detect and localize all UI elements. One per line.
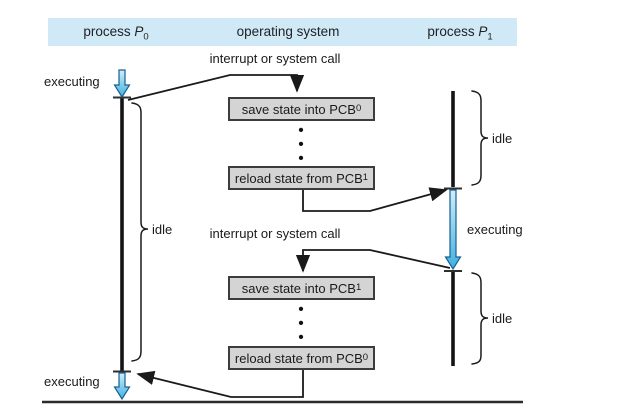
- header-label-operating-system-text: operating system: [236, 24, 340, 39]
- header-bar: [48, 18, 517, 46]
- header-label-process-p0-sub: 0: [143, 31, 149, 43]
- box-save-state-pcb0-text: save state into PCB: [241, 101, 356, 117]
- ellipsis-dots-upper: • • •: [294, 122, 308, 167]
- box-reload-state-pcb1-text: reload state from PCB: [234, 170, 363, 186]
- connector-p0-to-save-pcb0: [127, 74, 305, 101]
- header-label-process-p0-text: process: [83, 24, 135, 39]
- header-label-process-p1-sub: 1: [487, 31, 493, 43]
- label-idle-p1-top: idle: [492, 131, 513, 146]
- label-executing-p1: executing: [467, 222, 523, 237]
- idle-brace-p0: [131, 102, 149, 362]
- header-label-process-p0: process P0: [56, 24, 176, 43]
- header-label-process-p1-var: P: [478, 24, 488, 39]
- executing-arrow-p0-top-icon: [113, 69, 131, 99]
- connector-p1-to-save-pcb1: [295, 249, 451, 273]
- box-save-state-pcb1-text: save state into PCB: [241, 280, 356, 296]
- executing-arrow-p1-icon: [444, 189, 462, 271]
- header-label-process-p1-text: process: [427, 24, 479, 39]
- header-label-process-p0-var: P: [134, 24, 144, 39]
- dot: •: [298, 122, 304, 139]
- connector-reload-pcb0-to-p0: [136, 370, 304, 398]
- label-executing-p0-bottom: executing: [44, 374, 100, 389]
- dot: •: [298, 329, 304, 346]
- connector-reload-pcb1-to-p1: [302, 187, 448, 212]
- label-idle-p1-bottom: idle: [492, 311, 513, 326]
- idle-brace-p1-upper: [471, 90, 489, 186]
- ellipsis-dots-lower: • • •: [294, 301, 308, 346]
- dot: •: [298, 315, 304, 332]
- label-interrupt-2: interrupt or system call: [209, 226, 341, 241]
- label-idle-p0: idle: [152, 222, 173, 237]
- header-label-process-p1: process P1: [400, 24, 520, 43]
- dot: •: [298, 136, 304, 153]
- dot: •: [298, 150, 304, 167]
- dot: •: [298, 301, 304, 318]
- executing-arrow-p0-bottom-icon: [113, 372, 131, 401]
- idle-brace-p1-lower: [471, 272, 489, 365]
- label-executing-p0-top: executing: [44, 74, 100, 89]
- label-interrupt-1: interrupt or system call: [209, 51, 341, 66]
- box-reload-state-pcb0-text: reload state from PCB: [234, 350, 363, 366]
- header-label-operating-system: operating system: [228, 24, 348, 40]
